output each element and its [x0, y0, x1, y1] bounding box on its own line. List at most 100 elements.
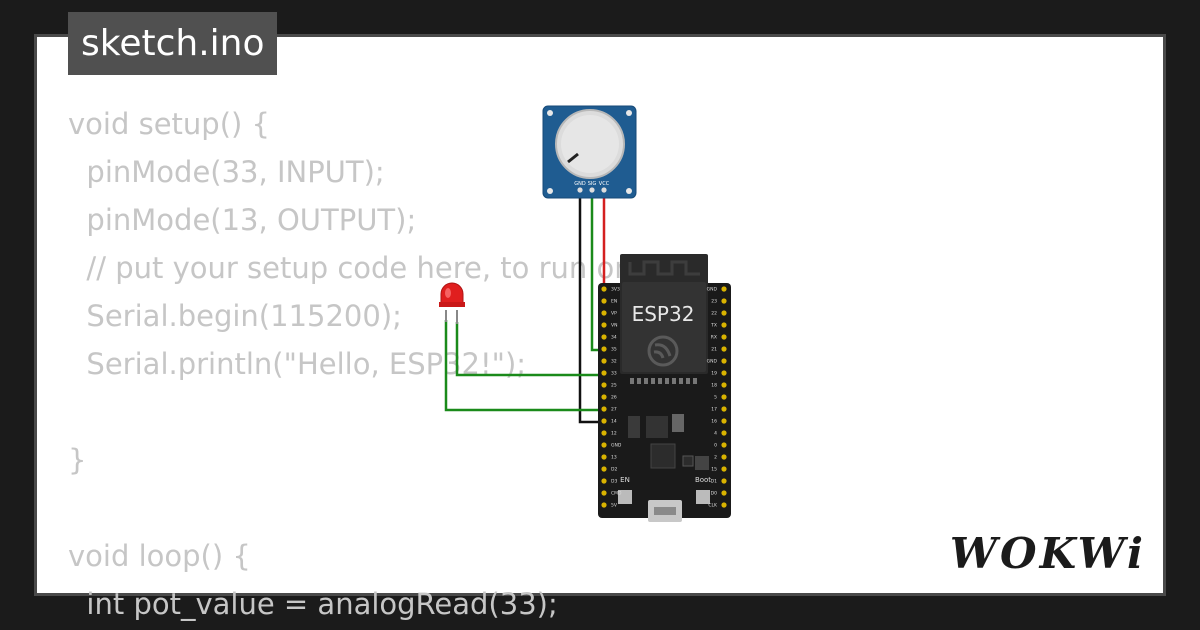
right-pin-label: 18 — [711, 383, 717, 389]
right-pin-21[interactable] — [721, 346, 727, 352]
right-pin-label: 19 — [711, 371, 717, 377]
right-pin-label: 15 — [711, 467, 717, 473]
left-pin-33[interactable] — [601, 370, 607, 376]
en-label: EN — [620, 476, 630, 484]
left-pin-5v[interactable] — [601, 502, 607, 508]
right-pin-4[interactable] — [721, 430, 727, 436]
boot-button[interactable] — [696, 490, 710, 504]
left-pin-gnd[interactable] — [601, 442, 607, 448]
right-pin-d1[interactable] — [721, 478, 727, 484]
left-pin-en[interactable] — [601, 298, 607, 304]
right-pin-d0[interactable] — [721, 490, 727, 496]
right-pin-19[interactable] — [721, 370, 727, 376]
left-pin-label: 26 — [611, 395, 617, 401]
right-pin-0[interactable] — [721, 442, 727, 448]
left-pin-13[interactable] — [601, 454, 607, 460]
right-pin-clk[interactable] — [721, 502, 727, 508]
right-pin-2[interactable] — [721, 454, 727, 460]
right-pin-label: 5 — [714, 395, 717, 401]
pot-pin-label: GND — [574, 181, 586, 187]
left-pin-label: 34 — [611, 335, 617, 341]
left-pin-vn[interactable] — [601, 322, 607, 328]
left-pin-label: 33 — [611, 371, 617, 377]
code-line: pinMode(33, INPUT); — [68, 155, 385, 189]
right-pin-gnd[interactable] — [721, 286, 727, 292]
wire-led-anode — [455, 322, 612, 377]
right-pin-label: D1 — [711, 479, 717, 485]
code-line: void loop() { — [68, 539, 251, 573]
left-pin-vp[interactable] — [601, 310, 607, 316]
right-pin-tx[interactable] — [721, 322, 727, 328]
left-pin-label: VP — [611, 311, 617, 317]
left-pin-cmd[interactable] — [601, 490, 607, 496]
left-pin-label: CMD — [611, 491, 622, 497]
left-pin-label: 25 — [611, 383, 617, 389]
left-pin-label: D2 — [611, 467, 617, 473]
left-pin-32[interactable] — [601, 358, 607, 364]
right-pin-label: 21 — [711, 347, 717, 353]
file-tab[interactable]: sketch.ino — [68, 12, 278, 75]
code-line: void setup() { — [68, 107, 270, 141]
left-pin-label: GND — [611, 443, 622, 449]
code-line: // put your setup code here, to run once… — [68, 251, 677, 285]
right-pin-label: TX — [710, 323, 717, 329]
left-pin-27[interactable] — [601, 406, 607, 412]
code-line: Serial.begin(115200); — [68, 299, 402, 333]
right-pin-label: RX — [711, 335, 717, 341]
left-pin-label: 3V3 — [611, 287, 620, 293]
left-pin-25[interactable] — [601, 382, 607, 388]
left-pin-label: D3 — [611, 479, 617, 485]
esp32-board[interactable]: ESP32 EN Boot 3V3ENVPVN34353233252627141… — [598, 254, 731, 522]
right-pin-label: 23 — [711, 299, 717, 305]
right-pin-16[interactable] — [721, 418, 727, 424]
left-pin-label: 14 — [611, 419, 617, 425]
pot-pin-label: VCC — [599, 181, 610, 187]
right-pin-label: GND — [707, 359, 718, 365]
left-pin-label: EN — [611, 299, 617, 305]
wokwi-logo: WOKWi — [949, 529, 1146, 578]
right-pin-rx[interactable] — [721, 334, 727, 340]
right-pin-5[interactable] — [721, 394, 727, 400]
right-pin-label: 4 — [714, 431, 717, 437]
left-pin-label: VN — [611, 323, 617, 329]
right-pin-label: CLK — [708, 503, 718, 509]
right-pin-18[interactable] — [721, 382, 727, 388]
right-pin-label: GND — [707, 287, 718, 293]
left-pin-d2[interactable] — [601, 466, 607, 472]
right-pin-label: 0 — [714, 443, 717, 449]
code-line: pinMode(13, OUTPUT); — [68, 203, 417, 237]
left-pin-26[interactable] — [601, 394, 607, 400]
left-pin-label: 27 — [611, 407, 617, 413]
left-pin-label: 32 — [611, 359, 617, 365]
right-pin-23[interactable] — [721, 298, 727, 304]
right-pin-label: 2 — [714, 455, 717, 461]
left-pin-label: 13 — [611, 455, 617, 461]
code-line: int pot_value = analogRead(33); — [68, 587, 558, 621]
left-pin-14[interactable] — [601, 418, 607, 424]
pot-pin-label: SIG — [588, 181, 597, 187]
led-red[interactable] — [439, 282, 465, 324]
espressif-icon — [647, 335, 679, 367]
left-pin-3v3[interactable] — [601, 286, 607, 292]
left-pin-35[interactable] — [601, 346, 607, 352]
right-pin-label: 22 — [711, 311, 717, 317]
left-pin-34[interactable] — [601, 334, 607, 340]
en-button[interactable] — [618, 490, 632, 504]
boot-label: Boot — [695, 476, 711, 484]
right-pin-15[interactable] — [721, 466, 727, 472]
left-pin-label: 5V — [611, 503, 618, 509]
right-pin-22[interactable] — [721, 310, 727, 316]
code-line: } — [68, 443, 87, 477]
left-pin-label: 12 — [611, 431, 617, 437]
left-pin-12[interactable] — [601, 430, 607, 436]
left-pin-label: 35 — [611, 347, 617, 353]
code-editor[interactable]: void setup() { pinMode(33, INPUT); pinMo… — [68, 100, 1068, 621]
left-pin-d3[interactable] — [601, 478, 607, 484]
right-pin-label: D0 — [711, 491, 717, 497]
right-pin-label: 16 — [711, 419, 717, 425]
right-pin-17[interactable] — [721, 406, 727, 412]
right-pin-gnd[interactable] — [721, 358, 727, 364]
board-label: ESP32 — [632, 302, 695, 326]
